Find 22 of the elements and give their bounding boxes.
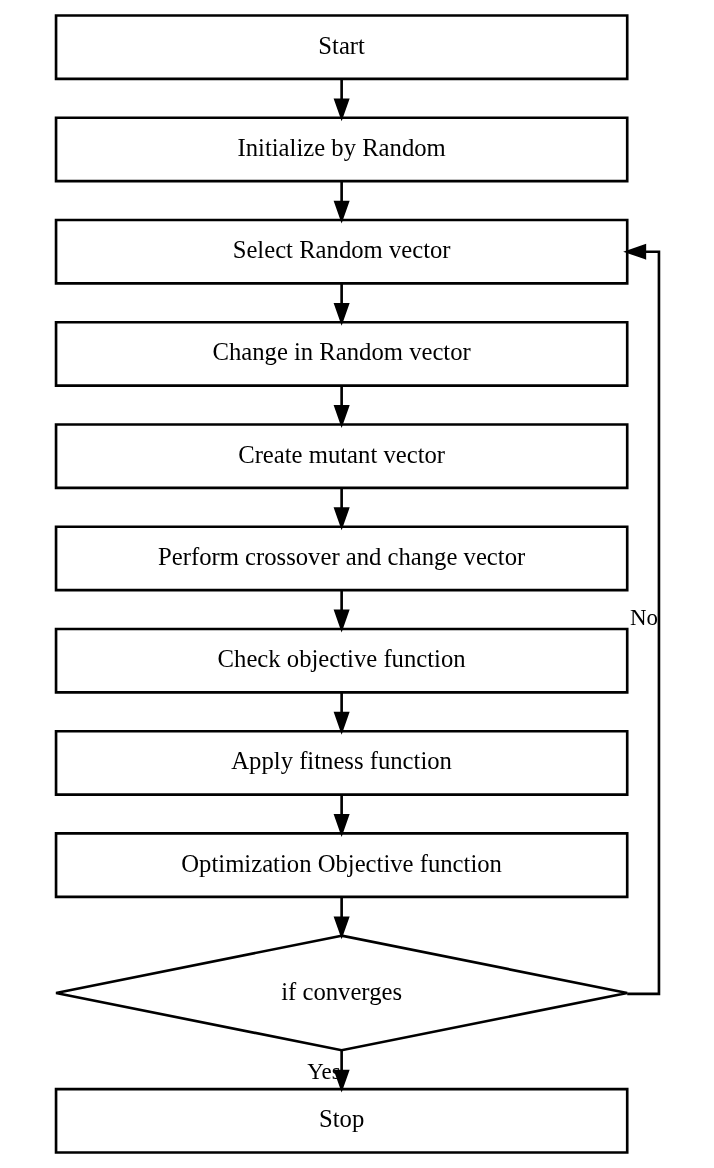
edge-label: No [629, 605, 658, 631]
arrow [622, 243, 660, 996]
node-box: Create mutant vector [54, 423, 629, 490]
node-box: Start [54, 14, 629, 81]
node-box: Initialize by Random [54, 116, 629, 183]
arrow [333, 385, 350, 429]
node-box: Change in Random vector [54, 320, 629, 387]
node-diamond: if converges [54, 934, 629, 1052]
arrow [333, 692, 350, 735]
node-box: Stop [54, 1087, 629, 1154]
node-box: Perform crossover and change vector [54, 525, 629, 592]
arrow [333, 79, 350, 122]
arrow [333, 181, 350, 224]
arrow [333, 488, 350, 531]
node-box: Apply fitness function [54, 729, 629, 796]
node-box: Check objective function [54, 627, 629, 694]
node-box: Select Random vector [54, 218, 629, 285]
arrow [333, 897, 350, 940]
arrow [333, 590, 350, 633]
arrow [333, 794, 350, 838]
arrow [333, 283, 350, 326]
node-box: Optimization Objective function [54, 832, 629, 899]
